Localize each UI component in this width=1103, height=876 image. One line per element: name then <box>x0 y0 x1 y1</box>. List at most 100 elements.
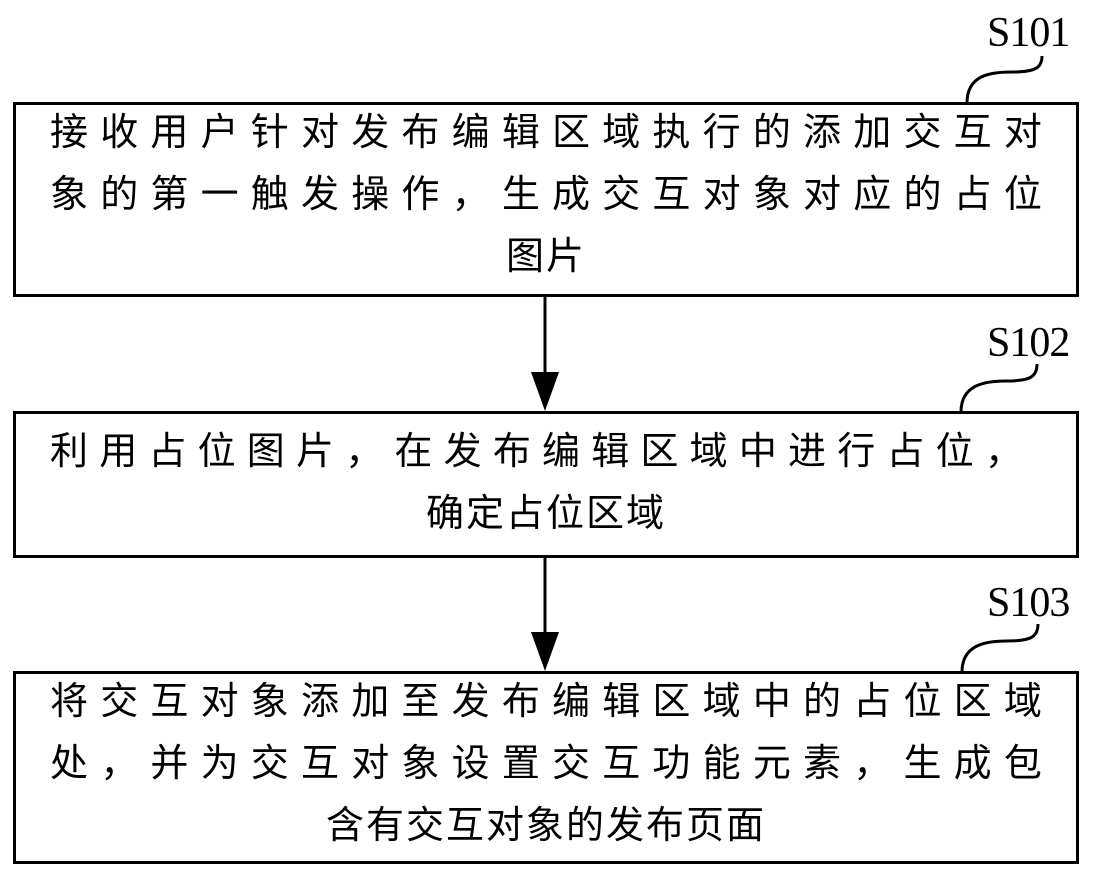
step-char: 用 <box>99 429 138 473</box>
step-char: 元 <box>752 741 791 785</box>
step-char: 接 <box>49 110 88 154</box>
step-char: 位 <box>197 429 236 473</box>
step-char: 占 <box>953 172 992 216</box>
leader-line-s102 <box>959 363 1039 413</box>
step-char: 区 <box>640 429 679 473</box>
step-char: 发 <box>443 429 482 473</box>
step-char: 位 <box>546 491 594 535</box>
step-char: 行 <box>702 110 741 154</box>
step-char: 收 <box>100 110 139 154</box>
step-char: 执 <box>652 110 691 154</box>
step-char: 面 <box>726 803 774 847</box>
step-box-s103: 将交互对象添加至发布编辑区域中的占位区域 处，并为交互对象设置交互功能元素，生成… <box>13 671 1079 864</box>
step-char: 中 <box>738 429 777 473</box>
step-char: 象 <box>752 172 791 216</box>
step-char: 编 <box>451 110 490 154</box>
step-char: 交 <box>903 110 942 154</box>
step-char: 占 <box>886 429 925 473</box>
step-char: 成 <box>552 172 591 216</box>
step-char: 区 <box>652 679 691 723</box>
step-char: 区 <box>953 679 992 723</box>
step-char: 对 <box>803 172 842 216</box>
step-char: 片 <box>546 234 594 278</box>
step-char: 的 <box>903 172 942 216</box>
step-line: 处，并为交互对象设置交互功能元素，生成包 <box>49 738 1043 788</box>
step-char: 素 <box>803 741 842 785</box>
step-char: 交 <box>250 741 289 785</box>
step-char: 对 <box>1003 110 1042 154</box>
step-char: 布 <box>401 110 440 154</box>
step-char: ， <box>100 741 139 785</box>
step-char: 辑 <box>501 110 540 154</box>
step-char: 互 <box>150 679 189 723</box>
step-char: 发 <box>301 172 340 216</box>
step-char: 对 <box>486 803 534 847</box>
step-char: 行 <box>837 429 876 473</box>
step-char: ， <box>984 429 1023 473</box>
step-box-s102: 利用占位图片，在发布编辑区域中进行占位， 确定占位区域 <box>13 411 1079 558</box>
step-char: 确 <box>426 491 474 535</box>
step-char: 域 <box>1003 679 1042 723</box>
step-char: ， <box>853 741 892 785</box>
step-char: 交 <box>602 172 641 216</box>
step-char: 操 <box>351 172 390 216</box>
step-char: 应 <box>853 172 892 216</box>
arrowhead-1-2 <box>531 372 559 411</box>
step-char: 用 <box>150 110 189 154</box>
step-char: 布 <box>492 429 531 473</box>
step-char: 辑 <box>591 429 630 473</box>
step-char: 在 <box>394 429 433 473</box>
step-line: 将交互对象添加至发布编辑区域中的占位区域 <box>49 676 1043 726</box>
arrowhead-2-3 <box>531 632 559 671</box>
step-char: 交 <box>100 679 139 723</box>
step-char: 一 <box>200 172 239 216</box>
step-char: 有 <box>366 803 414 847</box>
step-box-s101: 接收用户针对发布编辑区域执行的添加交互对 象的第一触发操作，生成交互对象对应的占… <box>13 102 1079 297</box>
step-char: 将 <box>49 679 88 723</box>
step-char: 位 <box>1003 172 1042 216</box>
step-text-s102: 利用占位图片，在发布编辑区域中进行占位， 确定占位区域 <box>16 414 1076 555</box>
step-char: 编 <box>542 429 581 473</box>
step-char: 布 <box>501 679 540 723</box>
step-char: 对 <box>702 172 741 216</box>
step-char: 含 <box>326 803 374 847</box>
step-char: 触 <box>250 172 289 216</box>
step-line: 接收用户针对发布编辑区域执行的添加交互对 <box>49 107 1043 157</box>
step-line: 确定占位区域 <box>49 488 1043 538</box>
step-char: 象 <box>250 679 289 723</box>
step-char: 户 <box>200 110 239 154</box>
step-char: 定 <box>466 491 514 535</box>
step-char: 加 <box>351 679 390 723</box>
step-char: 处 <box>49 741 88 785</box>
step-char: 占 <box>148 429 187 473</box>
step-char: 的 <box>752 110 791 154</box>
step-char: 置 <box>501 741 540 785</box>
step-line: 含有交互对象的发布页面 <box>49 800 1043 850</box>
step-char: 设 <box>451 741 490 785</box>
step-char: 互 <box>953 110 992 154</box>
step-char: 片 <box>296 429 335 473</box>
step-char: 互 <box>602 741 641 785</box>
step-label-s101: S101 <box>987 10 1070 56</box>
step-char: 域 <box>602 110 641 154</box>
step-char: 利 <box>49 429 88 473</box>
step-line: 图片 <box>49 231 1043 281</box>
step-char: 编 <box>552 679 591 723</box>
step-char: 域 <box>626 491 674 535</box>
leader-line-s101 <box>965 55 1044 104</box>
step-label-s102: S102 <box>987 320 1070 366</box>
step-char: 象 <box>401 741 440 785</box>
step-char: 作 <box>401 172 440 216</box>
step-char: 至 <box>401 679 440 723</box>
step-char: 对 <box>351 741 390 785</box>
step-char: 为 <box>200 741 239 785</box>
step-char: 占 <box>853 679 892 723</box>
step-char: 对 <box>301 110 340 154</box>
step-char: 布 <box>646 803 694 847</box>
step-char: 区 <box>586 491 634 535</box>
step-char: 互 <box>652 172 691 216</box>
step-char: 交 <box>552 741 591 785</box>
step-text-s101: 接收用户针对发布编辑区域执行的添加交互对 象的第一触发操作，生成交互对象对应的占… <box>16 105 1076 294</box>
step-char: 互 <box>446 803 494 847</box>
step-char: 第 <box>150 172 189 216</box>
